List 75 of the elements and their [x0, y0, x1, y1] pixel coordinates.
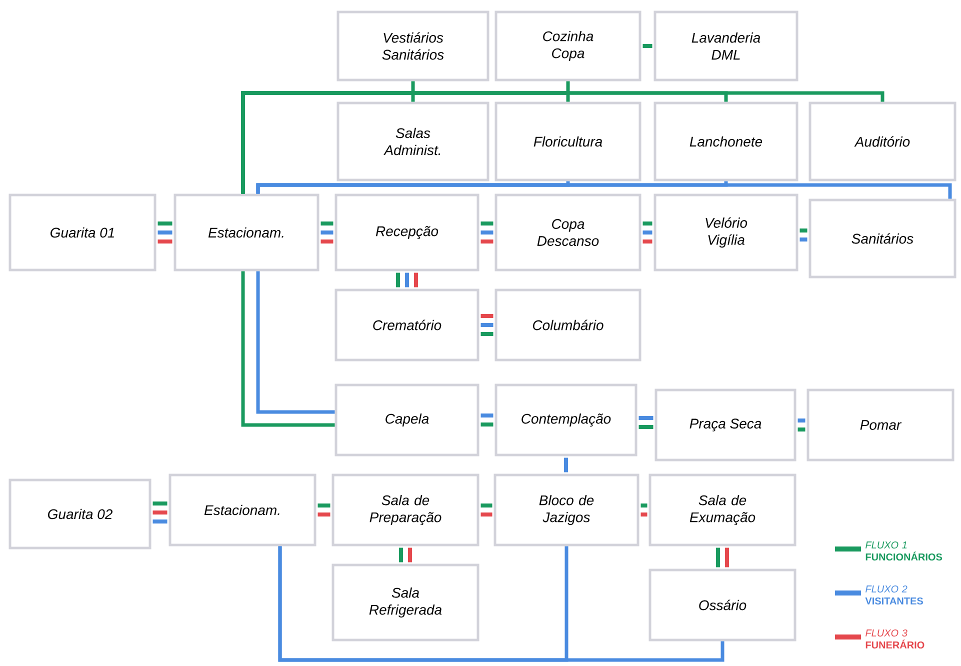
flow-dash: [320, 240, 334, 244]
room-box: Guarita 02: [8, 478, 152, 550]
flow-dash: [480, 414, 494, 418]
room-box: Ossário: [648, 568, 796, 642]
room-box: Crematório: [334, 288, 480, 362]
flow-dash: [158, 230, 172, 234]
flow-dash: [800, 238, 808, 242]
flow-dash: [564, 458, 568, 472]
flow-line: [241, 271, 335, 427]
flow-dash: [158, 222, 172, 226]
flow-dash: [640, 512, 648, 516]
flow-dash: [716, 548, 720, 568]
flow-dash: [480, 323, 494, 327]
flow-dash: [152, 510, 168, 514]
flow-dash: [642, 240, 652, 244]
flow-dash: [414, 272, 418, 288]
flow-dash: [480, 504, 492, 508]
flow-dash: [642, 44, 652, 48]
room-box: Sala de Preparação: [332, 474, 480, 546]
legend-label: FLUXO 3 FUNERÁRIO: [866, 629, 924, 649]
flow-dash: [408, 548, 412, 562]
flow-dash: [405, 272, 409, 288]
flow-dash: [638, 416, 654, 420]
room-box: Cozinha Copa: [494, 10, 642, 82]
flow-line: [256, 183, 952, 199]
flow-dash: [642, 222, 652, 226]
flow-dash: [480, 332, 494, 336]
flow-dash: [396, 272, 400, 288]
flow-dash: [480, 222, 494, 226]
flow-dash: [152, 520, 168, 524]
flow-dash: [480, 512, 492, 516]
legend-label: FLUXO 1 FUNCIONÁRIOS: [866, 541, 942, 561]
room-box: Praça Seca: [654, 388, 796, 462]
room-box: Vestiários Sanitários: [336, 10, 490, 82]
room-box: Columbário: [494, 288, 642, 362]
room-box: Lanchonete: [654, 102, 798, 182]
room-box: Auditório: [808, 102, 956, 182]
flow-dash: [158, 240, 172, 244]
flow-dash: [320, 222, 334, 226]
legend-label: FLUXO 2 VISITANTES: [865, 585, 923, 605]
flow-dash: [318, 512, 330, 516]
room-box: Lavanderia DML: [654, 10, 798, 82]
flow-dash: [318, 504, 330, 508]
room-box: Contemplação: [494, 384, 638, 456]
room-box: Sala Refrigerada: [332, 564, 480, 642]
flow-dash: [320, 230, 334, 234]
room-box: Estacionam.: [168, 474, 316, 546]
room-box: Bloco de Jazigos: [494, 474, 640, 546]
room-box: Sanitários: [808, 198, 956, 278]
room-box: Copa Descanso: [494, 194, 642, 272]
room-box: Pomar: [806, 388, 954, 462]
flow-dash: [480, 230, 494, 234]
flow-line: [256, 271, 335, 414]
flow-dash: [798, 428, 806, 432]
flow-dash: [638, 425, 654, 429]
room-box: Capela: [334, 384, 480, 456]
flow-dash: [800, 228, 808, 232]
flow-dash: [399, 548, 403, 562]
flow-line: [278, 546, 724, 662]
room-box: Guarita 01: [8, 194, 156, 272]
flow-dash: [480, 240, 494, 244]
flow-dash: [640, 504, 648, 508]
flow-dash: [798, 418, 806, 422]
flow-dash: [480, 314, 494, 318]
flow-dash: [152, 502, 168, 506]
flow-dash: [725, 548, 729, 568]
flow-dash: [642, 230, 652, 234]
room-box: Salas Administ.: [336, 102, 490, 182]
flow-dash: [480, 422, 494, 426]
room-box: Velório Vigília: [654, 194, 798, 272]
room-box: Recepção: [334, 194, 480, 272]
room-box: Floricultura: [494, 102, 642, 182]
room-box: Sala de Exumação: [648, 474, 796, 546]
room-box: Estacionam.: [174, 194, 320, 272]
flow-line: [241, 91, 884, 194]
